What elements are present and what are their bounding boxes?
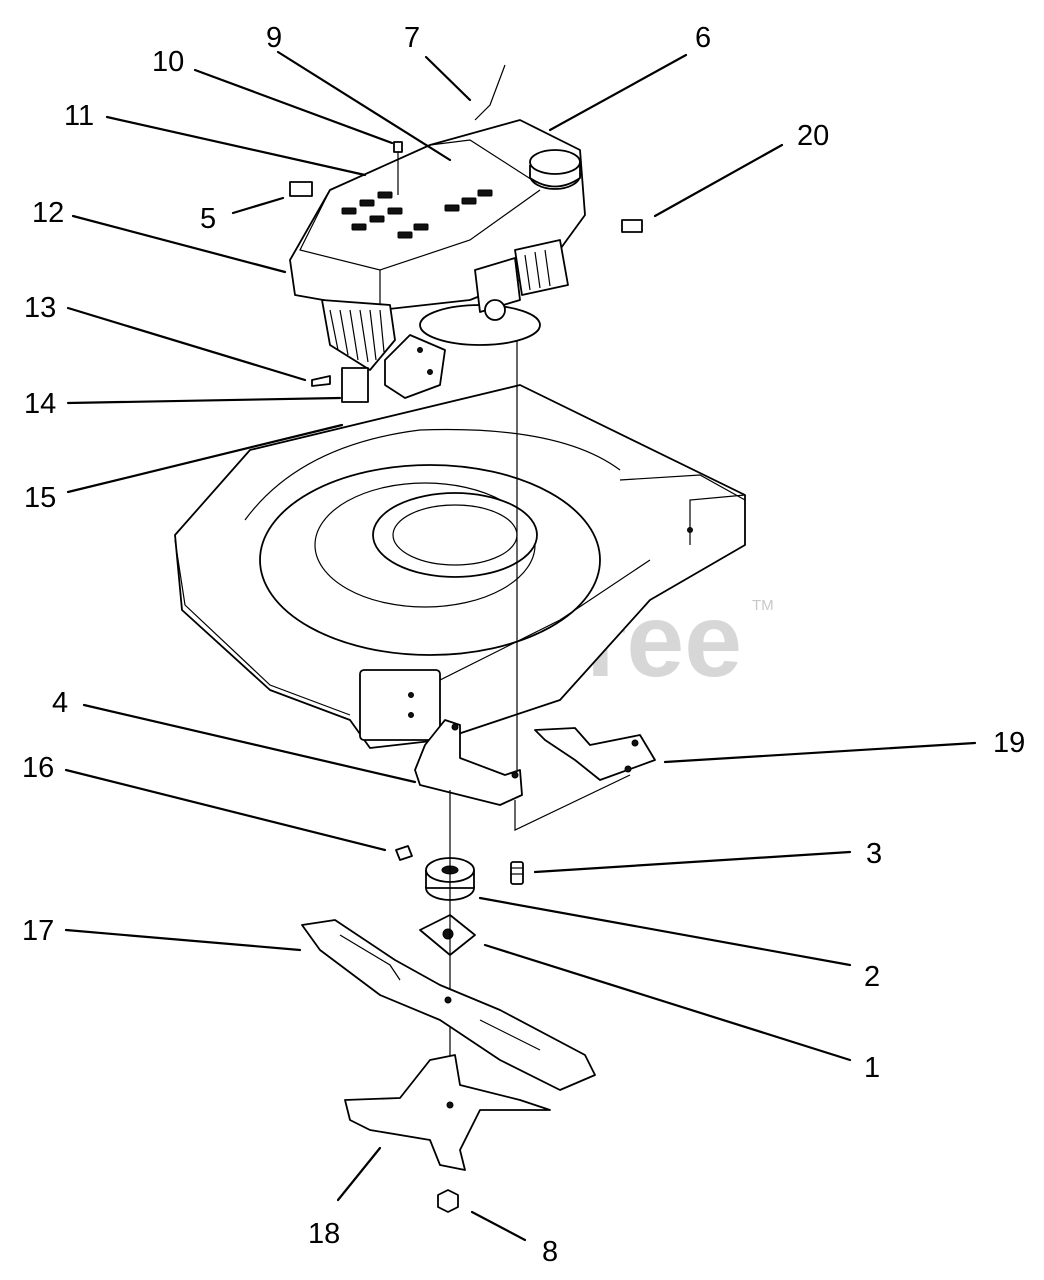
callout-16: 16 — [22, 752, 54, 784]
cylinder-fins — [321, 299, 396, 371]
callout-8: 8 — [542, 1236, 558, 1268]
callout-20: 20 — [797, 120, 829, 152]
leader-lines — [64, 50, 977, 1242]
leader-10 — [193, 68, 394, 145]
leader-5 — [231, 196, 285, 215]
callout-13: 13 — [24, 292, 56, 324]
mulching-blade-18 — [344, 1054, 551, 1171]
callout-numbers: 9 7 6 10 11 20 5 12 13 14 15 4 16 19 3 2… — [22, 22, 1025, 1268]
nut-8 — [437, 1189, 459, 1213]
leader-17 — [64, 928, 302, 952]
screw-13 — [311, 375, 331, 387]
callout-2: 2 — [864, 961, 880, 993]
callout-10: 10 — [152, 46, 184, 78]
key-16 — [395, 845, 413, 861]
leader-15 — [66, 423, 344, 494]
deflector-19 — [534, 727, 656, 781]
leader-1 — [483, 943, 852, 1062]
leader-2 — [478, 896, 852, 967]
leader-20 — [653, 143, 784, 218]
leader-13 — [66, 306, 307, 382]
leader-11 — [105, 115, 367, 177]
callout-1: 1 — [864, 1052, 880, 1084]
decal-20 — [621, 219, 643, 233]
callout-19: 19 — [993, 727, 1025, 759]
leader-9 — [276, 50, 452, 162]
watermark-trademark: TM — [752, 597, 774, 614]
assembly-line-3 — [514, 774, 631, 831]
callout-17: 17 — [22, 915, 54, 947]
blade-17 — [301, 919, 596, 1091]
callout-7: 7 — [404, 22, 420, 54]
leader-4 — [82, 703, 417, 784]
leader-8 — [470, 1210, 527, 1242]
callout-4: 4 — [52, 687, 68, 719]
leader-14 — [66, 396, 342, 405]
leader-19 — [663, 741, 977, 764]
leader-3 — [533, 850, 852, 874]
bolt-3 — [510, 861, 524, 885]
callout-12: 12 — [32, 197, 64, 229]
callout-15: 15 — [24, 482, 56, 514]
baffle-4 — [414, 719, 523, 806]
callout-11: 11 — [64, 100, 94, 132]
callout-6: 6 — [695, 22, 711, 54]
leader-7 — [424, 55, 472, 102]
fuel-cap — [529, 149, 581, 190]
callout-5: 5 — [200, 203, 216, 235]
leader-12 — [71, 214, 287, 274]
leader-6 — [548, 53, 688, 132]
callout-3: 3 — [866, 838, 882, 870]
starter-handle — [474, 239, 569, 321]
mower-deck — [174, 384, 746, 749]
decal-5 — [289, 181, 313, 197]
engine-vents — [341, 189, 493, 239]
callout-14: 14 — [24, 388, 56, 420]
bolt-10 — [393, 141, 403, 195]
callout-18: 18 — [308, 1218, 340, 1250]
leader-16 — [64, 768, 387, 852]
engine-assembly — [289, 64, 586, 399]
leader-18 — [336, 1146, 382, 1202]
callout-9: 9 — [266, 22, 282, 54]
muffler — [384, 334, 446, 399]
bracket-14 — [341, 367, 369, 403]
stiffener-1 — [419, 914, 476, 956]
